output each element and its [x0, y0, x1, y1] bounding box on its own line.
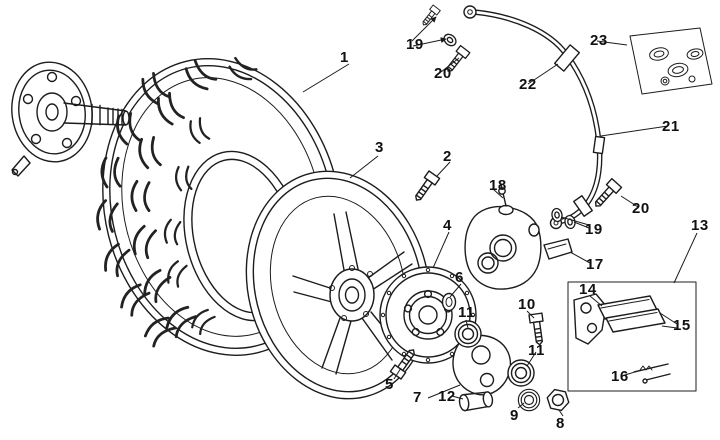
part-callout: 9	[510, 407, 519, 424]
hose-crimp-icon	[553, 44, 581, 72]
part-callout: 19	[585, 221, 603, 238]
spacer-bushing-drawing	[458, 391, 494, 412]
part-callout: 7	[413, 389, 422, 406]
axle-tab-drawing	[11, 155, 31, 177]
rim-drawing	[245, 170, 431, 400]
brake-hose-drawing	[463, 5, 606, 230]
bolt-icon	[528, 312, 547, 347]
part-callout: 5	[385, 376, 394, 393]
part-callout: 11	[528, 342, 545, 359]
screw-icon	[419, 4, 441, 29]
caliper-assembly-drawing	[464, 177, 623, 290]
part-callout: 22	[519, 76, 537, 93]
seal-kit-box-drawing	[629, 27, 713, 95]
hub-small-parts-drawing	[441, 292, 570, 412]
part-callout: 2	[443, 148, 452, 165]
bearing-icon	[507, 359, 535, 387]
part-callout: 23	[590, 32, 608, 49]
part-callout: 8	[556, 415, 565, 432]
hose-clip-icon	[592, 135, 606, 155]
axle-nut-drawing	[546, 388, 570, 412]
hose-crimp-icon	[573, 195, 593, 217]
part-callout: 19	[406, 36, 424, 53]
part-callout: 11	[458, 304, 475, 321]
part-callout: 12	[438, 388, 456, 405]
part-callout: 17	[586, 256, 604, 273]
part-callout: 13	[691, 217, 709, 234]
banjo-fitting-icon	[463, 5, 477, 19]
seal-ring-icon	[517, 388, 541, 412]
part-callout: 20	[632, 200, 650, 217]
axle-assembly-drawing	[11, 61, 130, 177]
part-callout: 4	[443, 217, 452, 234]
part-callout: 20	[434, 65, 452, 82]
pad-pin-spring-drawing	[633, 363, 671, 384]
bleed-valve-drawing	[498, 183, 507, 207]
washer-icon	[441, 31, 459, 49]
part-callout: 3	[375, 139, 384, 156]
axle-shaft-drawing	[63, 102, 130, 126]
bearing-icon	[454, 320, 482, 348]
part-callout: 10	[518, 296, 536, 313]
part-callout: 1	[340, 49, 349, 66]
bolt-icon	[410, 170, 441, 205]
brake-pads-drawing	[597, 295, 666, 333]
part-callout: 16	[611, 368, 629, 385]
part-callout: 6	[455, 269, 464, 286]
part-callout: 21	[662, 118, 680, 135]
part-callout: 14	[579, 281, 597, 298]
leader-lines	[302, 16, 698, 417]
part-callout: 18	[489, 177, 507, 194]
part-callout: 15	[673, 317, 691, 334]
spacer-icon	[441, 292, 457, 312]
brake-disc-drawing	[379, 266, 477, 364]
pad-kit-box-drawing	[567, 281, 697, 392]
